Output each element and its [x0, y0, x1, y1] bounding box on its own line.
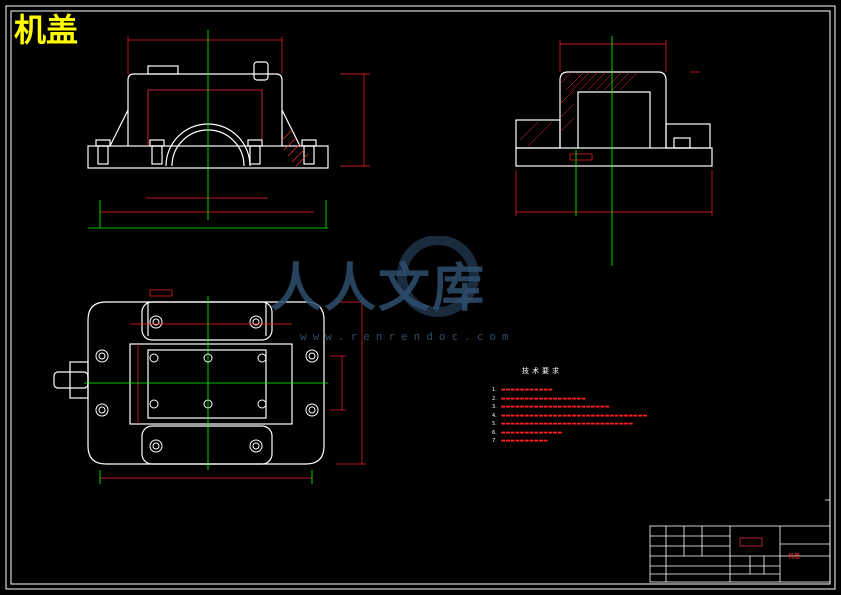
side-view	[515, 71, 713, 167]
title-block	[649, 525, 831, 583]
front-dimensions	[100, 36, 370, 213]
tech-requirements-heading: 技术要求	[522, 367, 562, 375]
drawing-title: 机盖	[14, 11, 79, 49]
watermark-logo	[397, 236, 479, 317]
side-centerlines	[575, 36, 613, 266]
side-dimensions	[515, 40, 713, 216]
tech-requirement-item: 3.▬▬▬▬▬▬▬▬▬▬▬▬▬▬▬▬▬▬▬▬▬▬▬	[492, 404, 610, 410]
top-view-dimensions	[100, 289, 366, 479]
tech-requirement-item: 7.▬▬▬▬▬▬▬▬▬▬	[492, 438, 549, 444]
title-block-drawing-name: 机盖	[788, 553, 801, 560]
top-view-bolts	[95, 315, 319, 453]
tech-requirement-item: 4.▬▬▬▬▬▬▬▬▬▬▬▬▬▬▬▬▬▬▬▬▬▬▬▬▬▬▬▬▬▬▬	[492, 412, 648, 419]
tech-requirement-item: 1.▬▬▬▬▬▬▬▬▬▬▬	[492, 387, 553, 393]
tech-requirement-item: 5.▬▬▬▬▬▬▬▬▬▬▬▬▬▬▬▬▬▬▬▬▬▬▬▬▬▬▬▬	[492, 421, 634, 427]
outer-frame	[5, 5, 836, 590]
side-hatch	[519, 71, 639, 147]
top-view-centerlines	[84, 296, 328, 484]
top-view	[53, 301, 325, 465]
watermark-brand: 人人文库	[270, 258, 487, 319]
tech-requirements-list: 1.▬▬▬▬▬▬▬▬▬▬▬ 2.▬▬▬▬▬▬▬▬▬▬▬▬▬▬▬▬▬▬ 3.▬▬▬…	[492, 386, 647, 446]
front-view	[87, 61, 329, 169]
watermark-url: www.renrendoc.com	[300, 330, 515, 343]
front-hatch	[281, 129, 309, 167]
front-centerlines	[88, 30, 328, 229]
inner-frame	[10, 10, 831, 585]
tech-requirement-item: 2.▬▬▬▬▬▬▬▬▬▬▬▬▬▬▬▬▬▬	[492, 395, 586, 402]
title-block-code-box	[739, 537, 763, 547]
tech-requirement-item: 6.▬▬▬▬▬▬▬▬▬▬▬▬▬	[492, 429, 563, 436]
